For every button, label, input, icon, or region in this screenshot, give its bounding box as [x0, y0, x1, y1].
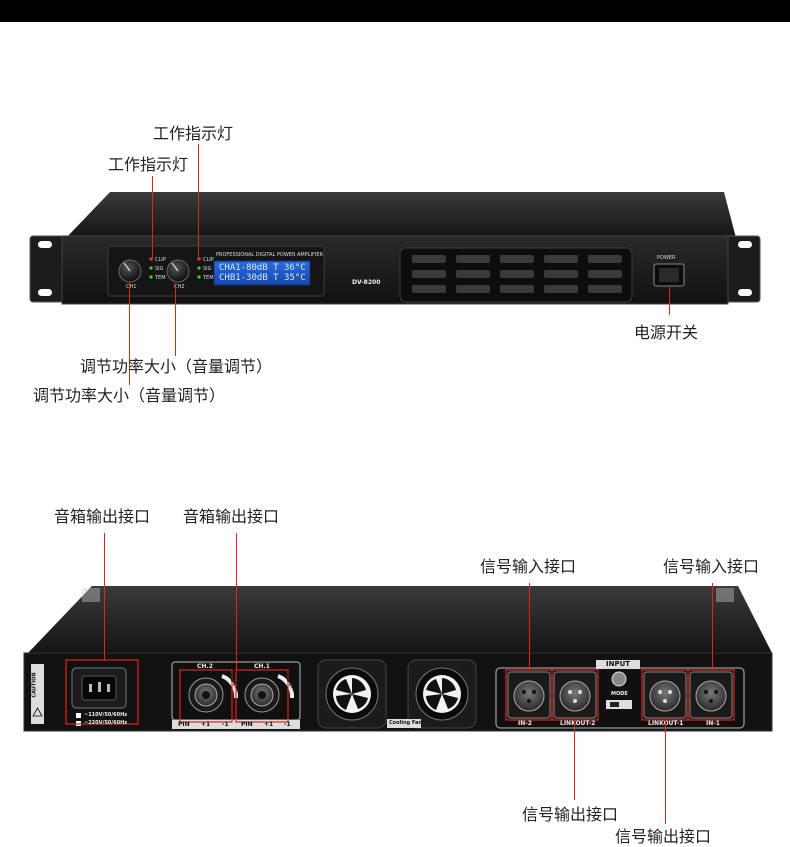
leader-volume-2: [175, 283, 176, 356]
cooling-fan-tag: [387, 719, 421, 728]
leader-indicator-2: [198, 144, 199, 258]
label-speaker-out-1: 音箱输出接口: [54, 507, 151, 526]
pin-label-1: PIN: [178, 721, 190, 728]
brand-line: PROFESSIONAL DIGITAL POWER AMPLIFIER: [216, 252, 323, 258]
speakon-ch1-label: CH.1: [254, 663, 270, 670]
pin-plus-1: +1: [201, 721, 211, 728]
xlr-in-2[interactable]: [507, 671, 551, 719]
lcd-line-1: CHA1-80dB T 36°C: [219, 263, 306, 273]
mode-label: MODE: [611, 691, 628, 697]
input-label: INPUT: [606, 660, 631, 668]
ch2-label: CH2: [174, 284, 185, 290]
label-volume-1: 调节功率大小（音量调节）: [33, 386, 226, 405]
leader-signal-out-2: [665, 720, 666, 824]
front-chassis: [29, 192, 761, 305]
label-signal-in-1: 信号输入接口: [480, 557, 577, 576]
in2-label: IN-2: [518, 720, 532, 727]
label-signal-out-2: 信号输出接口: [615, 827, 712, 846]
speakon-ch2-label: CH.2: [197, 663, 213, 670]
label-speaker-out-2: 音箱输出接口: [183, 507, 280, 526]
front-vent: [412, 255, 622, 293]
voltage-220: ~220V/50/60Hz: [84, 720, 128, 726]
cooling-fan-right: [407, 659, 477, 729]
leader-signal-out-1: [574, 720, 575, 800]
pin-minus-1: -1: [222, 721, 229, 728]
cooling-fan-label: Cooling Fan: [389, 720, 422, 726]
label-volume-2: 调节功率大小（音量调节）: [80, 357, 273, 376]
led-label-tem-2: TEM: [203, 275, 214, 281]
model-label: DV-8200: [352, 279, 381, 286]
label-indicator-2: 工作指示灯: [153, 124, 234, 143]
xlr-in-1[interactable]: [689, 671, 733, 719]
leader-indicator-1: [152, 176, 153, 258]
highlight-boxes: [65, 659, 735, 725]
speakon-connector-ch2[interactable]: [188, 677, 224, 713]
speakon-connector-ch1[interactable]: [244, 677, 280, 713]
ac-power-inlet[interactable]: [71, 667, 127, 709]
caution-sticker: [31, 664, 44, 724]
lcd-display: [213, 260, 311, 286]
led-label-tem: TEM: [155, 275, 166, 281]
label-signal-out-1: 信号输出接口: [522, 805, 619, 824]
pin-minus-2: -1: [284, 721, 291, 728]
xlr-linkout-2[interactable]: [553, 671, 597, 719]
label-indicator-1: 工作指示灯: [108, 155, 189, 174]
led-label-sig: SIG: [155, 266, 164, 272]
leader-signal-in-2: [712, 583, 713, 670]
leader-speaker-1: [104, 533, 105, 660]
caution-label: CAUTION: [31, 672, 38, 698]
linkout2-label: LINKOUT-2: [560, 720, 596, 727]
indicator-leds: [149, 257, 201, 279]
leader-volume-1: [129, 283, 130, 385]
ch1-label: CH1: [126, 284, 137, 290]
in1-label: IN-1: [706, 720, 720, 727]
led-label-clip-2: CLIP: [203, 257, 214, 263]
back-chassis: [23, 586, 773, 732]
top-black-bar: [0, 0, 790, 22]
pin-label-2: PIN: [241, 721, 253, 728]
led-label-clip: CLIP: [155, 257, 166, 263]
leader-power: [669, 287, 670, 315]
pin-plus-2: +1: [264, 721, 274, 728]
leader-speaker-2: [236, 533, 237, 670]
cooling-fan-left: [317, 659, 387, 729]
label-signal-in-2: 信号输入接口: [663, 557, 760, 576]
voltage-110: ~110V/50/60Hz: [84, 712, 128, 718]
label-power-switch: 电源开关: [634, 323, 699, 342]
mode-switch[interactable]: [606, 671, 632, 709]
led-label-sig-2: SIG: [203, 266, 212, 272]
power-text: POWER: [657, 255, 676, 261]
leader-signal-in-1: [529, 583, 530, 670]
lcd-line-2: CHB1-30dB T 35°C: [219, 273, 306, 283]
xlr-linkout-1[interactable]: [643, 671, 687, 719]
